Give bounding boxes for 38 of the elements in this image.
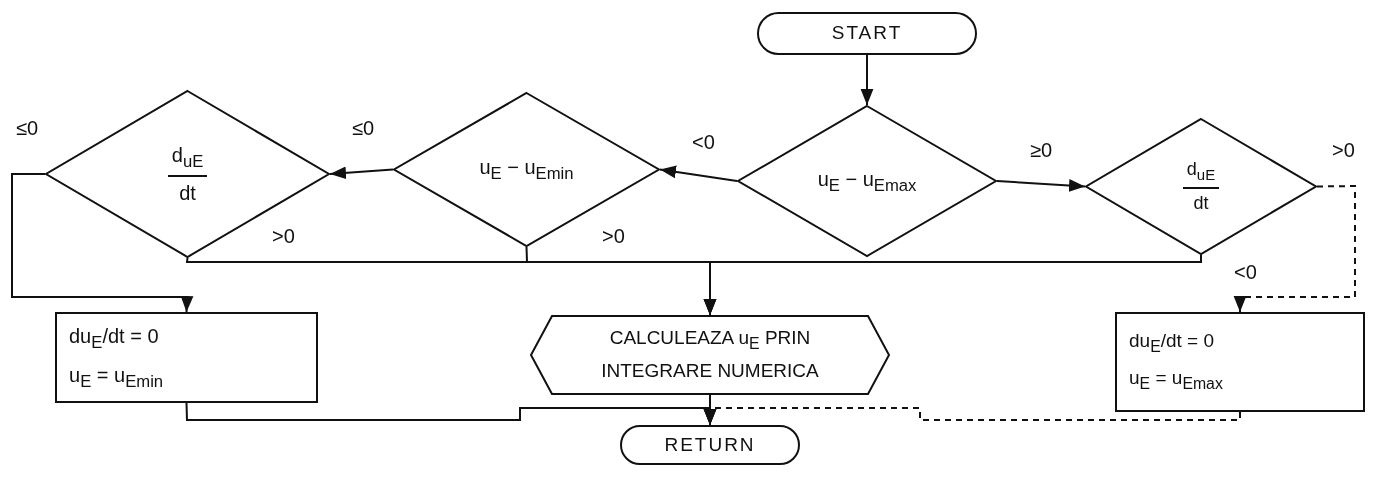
edge-label: >0 (600, 226, 627, 246)
decision-diamond (737, 105, 997, 257)
edge-label: >0 (1330, 140, 1357, 160)
process-box (1115, 312, 1365, 412)
arrow (659, 165, 738, 182)
arrow (11, 173, 194, 313)
node-text: du$_{E}$/dt = 0 (1129, 330, 1215, 357)
arrow (996, 179, 1086, 192)
preparation-hexagon (530, 315, 890, 395)
arrow (703, 407, 1241, 426)
decision-diamond (393, 92, 660, 247)
arrow (860, 54, 874, 106)
arrow (703, 254, 1202, 316)
process-box (55, 312, 318, 403)
terminal-box (620, 425, 800, 465)
terminal-box (757, 12, 977, 55)
node-text: CALCULEAZA u$_{E}$ PRIN INTEGRARE NUMERICA (600, 326, 820, 384)
node-text: u$_{E}$ − u$_{Emin}$ (479, 155, 574, 184)
node-text: START (831, 22, 903, 45)
decision-diamond (45, 90, 330, 258)
node-text: u$_{E}$ − u$_{Emax}$ (817, 166, 917, 196)
fraction-denominator: dt (1193, 191, 1209, 215)
fraction-numerator: d$_{uE}$ (1182, 158, 1220, 189)
node-text: RETURN (664, 433, 756, 457)
decision-diamond (1085, 118, 1317, 255)
fraction-numerator: d$_{uE}$ (167, 143, 208, 177)
arrow (329, 166, 394, 180)
edge-label: >0 (270, 226, 297, 246)
arrow (1233, 185, 1356, 313)
node-text: du$_{E}$/dt = 0 (69, 323, 159, 353)
edge-label: ≤0 (14, 118, 41, 138)
edge-label: <0 (1232, 262, 1259, 282)
edge-label: <0 (690, 132, 717, 152)
node-text: u$_{E}$ = u$_{Emin}$ (69, 362, 164, 392)
fraction-denominator: dt (179, 181, 196, 205)
node-text: u$_{E}$ = u$_{Emax}$ (1129, 367, 1223, 394)
edge-label: ≤0 (350, 118, 377, 138)
edge-label: ≥0 (1028, 140, 1055, 160)
